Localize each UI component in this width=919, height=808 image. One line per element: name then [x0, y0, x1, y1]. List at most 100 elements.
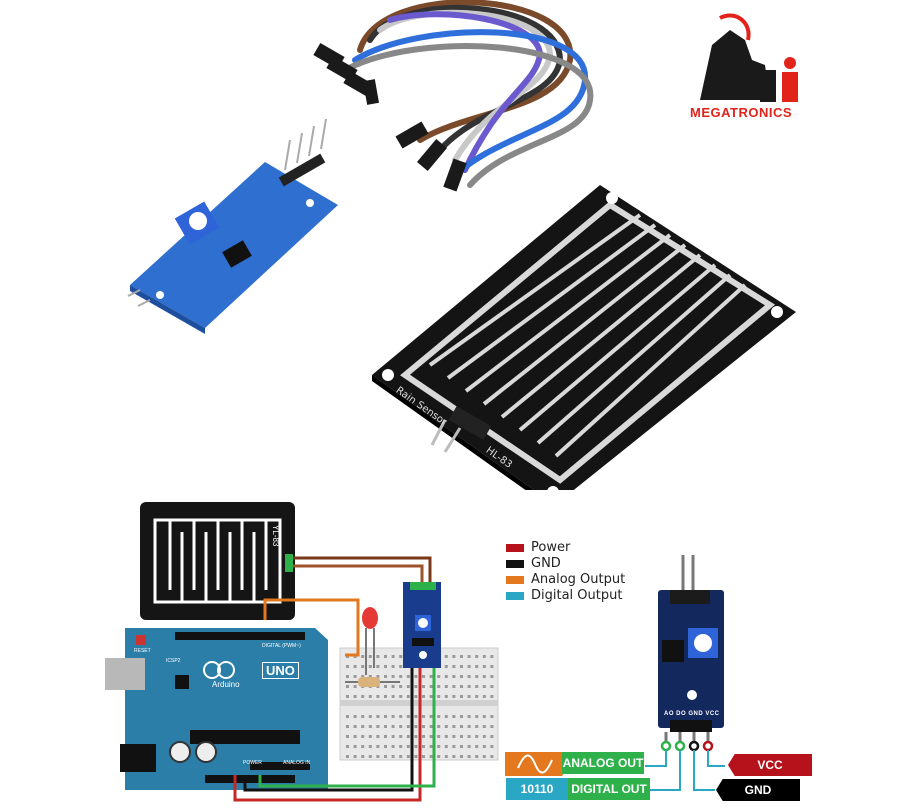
jumper-connectors — [313, 42, 467, 192]
breadboard-hole — [460, 735, 463, 738]
breadboard-hole — [422, 735, 425, 738]
gnd-tag: GND — [716, 779, 800, 801]
breadboard-hole — [384, 665, 387, 668]
breadboard-hole — [368, 755, 372, 758]
arduino-model-label: UNO — [262, 662, 299, 679]
breadboard-hole — [482, 755, 486, 758]
breadboard-hole — [482, 745, 486, 748]
breadboard-hole — [444, 735, 448, 738]
breadboard-hole — [482, 695, 486, 698]
breadboard-hole — [490, 715, 494, 718]
breadboard-hole — [391, 675, 395, 678]
breadboard-hole — [452, 665, 456, 668]
breadboard-hole — [346, 755, 349, 758]
breadboard-hole — [460, 685, 463, 688]
breadboard-hole — [353, 685, 357, 688]
breadboard-hole — [399, 665, 403, 668]
module-pin-labels: AO DO GND VCC — [664, 711, 720, 717]
breadboard-hole — [475, 745, 479, 748]
breadboard-hole — [361, 695, 365, 698]
breadboard-hole — [399, 655, 403, 658]
legend-power-label: Power — [531, 540, 571, 555]
arduino-logo-label: Arduino — [212, 680, 240, 689]
breadboard-hole — [376, 725, 380, 728]
breadboard-hole — [444, 665, 448, 668]
breadboard-hole — [452, 745, 456, 748]
pinout-module — [658, 590, 724, 732]
breadboard-hole — [460, 725, 463, 728]
breadboard-hole — [406, 745, 410, 748]
breadboard-hole — [429, 755, 433, 758]
digital-symbol-tag: 10110 — [506, 778, 568, 800]
breadboard-hole — [414, 735, 418, 738]
breadboard-hole — [361, 675, 365, 678]
breadboard-hole — [482, 655, 486, 658]
breadboard-hole — [399, 675, 403, 678]
breadboard-hole — [437, 685, 441, 688]
arduino-power-label: POWER — [243, 760, 262, 766]
breadboard-hole — [399, 725, 403, 728]
breadboard-hole — [376, 655, 380, 658]
legend-gnd-swatch — [506, 559, 524, 568]
breadboard-hole — [444, 715, 448, 718]
breadboard-hole — [361, 755, 365, 758]
breadboard-hole — [406, 755, 410, 758]
breadboard-hole — [353, 665, 357, 668]
breadboard-hole — [490, 755, 494, 758]
breadboard-hole — [376, 695, 380, 698]
breadboard-hole — [399, 735, 403, 738]
control-board-photo — [127, 118, 338, 334]
breadboard-hole — [437, 695, 441, 698]
breadboard-hole — [482, 665, 486, 668]
breadboard-hole — [353, 695, 357, 698]
breadboard-hole — [437, 675, 441, 678]
breadboard-hole — [353, 715, 357, 718]
breadboard-hole — [467, 695, 471, 698]
breadboard-hole — [391, 755, 395, 758]
breadboard-hole — [475, 735, 479, 738]
breadboard-hole — [444, 685, 448, 688]
rain-sensor-plate-photo — [372, 185, 796, 490]
breadboard-hole — [422, 675, 425, 678]
breadboard-hole — [490, 685, 494, 688]
arduino-reset-label: RESET — [134, 648, 151, 654]
breadboard-hole — [391, 695, 395, 698]
legend-power: Power — [506, 540, 570, 555]
breadboard-hole — [384, 685, 387, 688]
legend-power-swatch — [506, 543, 524, 552]
breadboard-hole — [346, 685, 349, 688]
breadboard-hole — [361, 735, 365, 738]
breadboard-hole — [414, 755, 418, 758]
breadboard-hole — [376, 745, 380, 748]
breadboard-hole — [452, 685, 456, 688]
plate-label: YL-83 — [271, 525, 280, 547]
breadboard-hole — [490, 745, 494, 748]
breadboard-hole — [422, 695, 425, 698]
breadboard-hole — [346, 745, 349, 748]
breadboard-hole — [467, 735, 471, 738]
breadboard-hole — [444, 725, 448, 728]
legend-digital: Digital Output — [506, 588, 622, 603]
legend-gnd-label: GND — [531, 556, 561, 571]
breadboard-hole — [406, 715, 410, 718]
breadboard-hole — [467, 715, 471, 718]
breadboard-hole — [361, 745, 365, 748]
breadboard-hole — [475, 725, 479, 728]
breadboard-hole — [452, 715, 456, 718]
breadboard-hole — [475, 665, 479, 668]
breadboard-hole — [452, 735, 456, 738]
breadboard-hole — [361, 665, 365, 668]
legend-analog: Analog Output — [506, 572, 625, 587]
breadboard-hole — [490, 735, 494, 738]
breadboard-hole — [444, 675, 448, 678]
breadboard-hole — [406, 725, 410, 728]
breadboard-hole — [429, 685, 433, 688]
breadboard-hole — [429, 695, 433, 698]
breadboard-hole — [353, 735, 357, 738]
breadboard-hole — [384, 745, 387, 748]
breadboard-hole — [414, 745, 418, 748]
legend-analog-label: Analog Output — [531, 572, 626, 587]
breadboard-hole — [437, 755, 441, 758]
breadboard-hole — [391, 725, 395, 728]
breadboard-hole — [414, 715, 418, 718]
